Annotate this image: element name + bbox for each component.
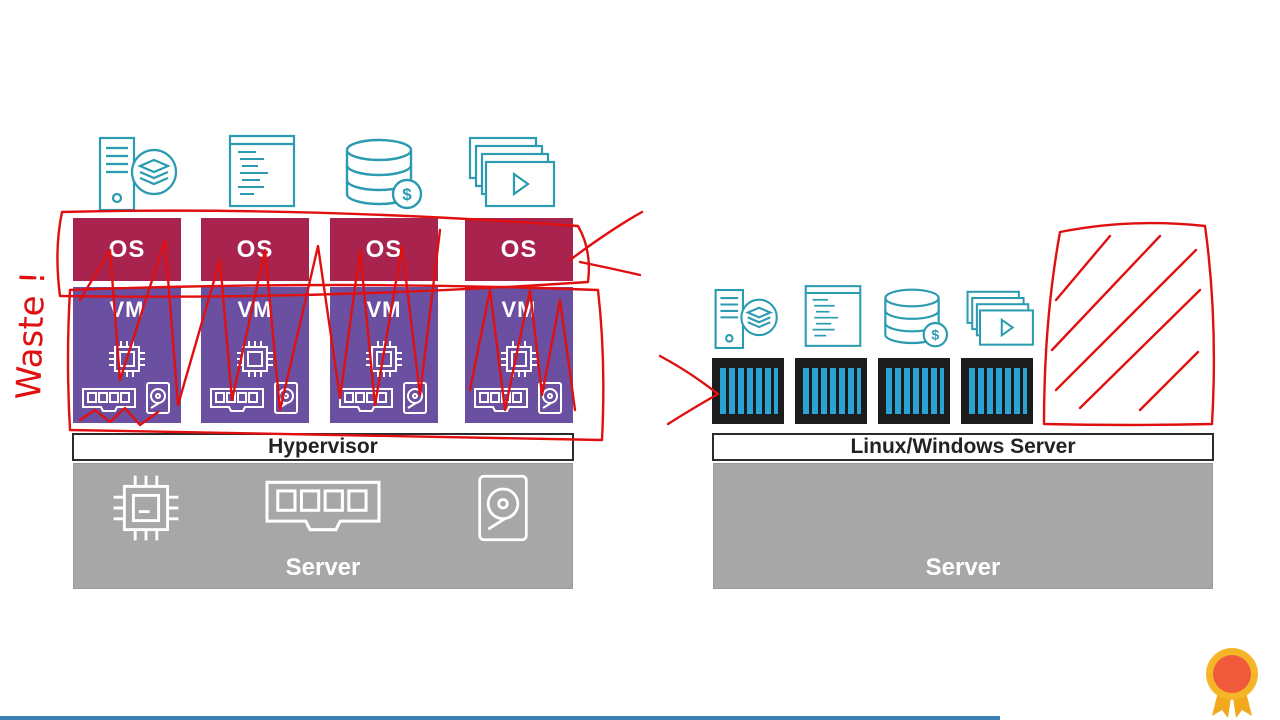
cpu-chip-icon	[113, 475, 179, 541]
container-icon	[720, 368, 778, 414]
os-label: OS	[108, 235, 146, 263]
server-stack-icon	[714, 288, 778, 350]
svg-text:$: $	[931, 328, 939, 344]
award-ribbon-icon	[1206, 648, 1258, 718]
container-1	[712, 358, 784, 424]
container-host-server: Server	[713, 463, 1213, 589]
memory-module-icon	[474, 388, 528, 412]
container-icon	[969, 368, 1027, 414]
hard-disk-icon	[538, 382, 562, 414]
svg-text:$: $	[402, 185, 412, 204]
database-dollar-icon: $	[884, 288, 949, 348]
hard-disk-icon	[403, 382, 427, 414]
server-label: Server	[925, 554, 1001, 581]
media-play-icon	[966, 290, 1034, 346]
vm-host-server: Server	[73, 463, 573, 589]
container-icon	[803, 368, 861, 414]
os-box-4: OS	[465, 218, 573, 281]
memory-module-icon	[339, 388, 393, 412]
container-2	[795, 358, 867, 424]
document-icon	[804, 285, 862, 347]
document-icon	[228, 134, 296, 208]
os-label: OS	[500, 235, 538, 263]
container-icon	[886, 368, 944, 414]
os-box-3: OS	[330, 218, 438, 281]
hypervisor-label: Hypervisor	[268, 435, 378, 458]
host-os-label: Linux/Windows Server	[850, 435, 1076, 458]
media-play-icon	[468, 136, 556, 208]
container-4	[961, 358, 1033, 424]
host-os-bar: Linux/Windows Server	[712, 433, 1214, 461]
cpu-chip-icon	[109, 341, 145, 377]
memory-module-icon	[265, 480, 381, 532]
progress-line	[0, 716, 1000, 720]
os-box-2: OS	[201, 218, 309, 281]
vm-label: VM	[501, 297, 537, 322]
os-label: OS	[365, 235, 403, 263]
container-3	[878, 358, 950, 424]
database-dollar-icon: $	[345, 138, 423, 210]
server-stack-icon	[98, 136, 178, 212]
hard-disk-icon	[478, 474, 528, 542]
memory-module-icon	[82, 388, 136, 412]
server-label: Server	[285, 554, 361, 581]
waste-annotation: Waste !	[9, 270, 53, 400]
vm-label: VM	[366, 297, 402, 322]
